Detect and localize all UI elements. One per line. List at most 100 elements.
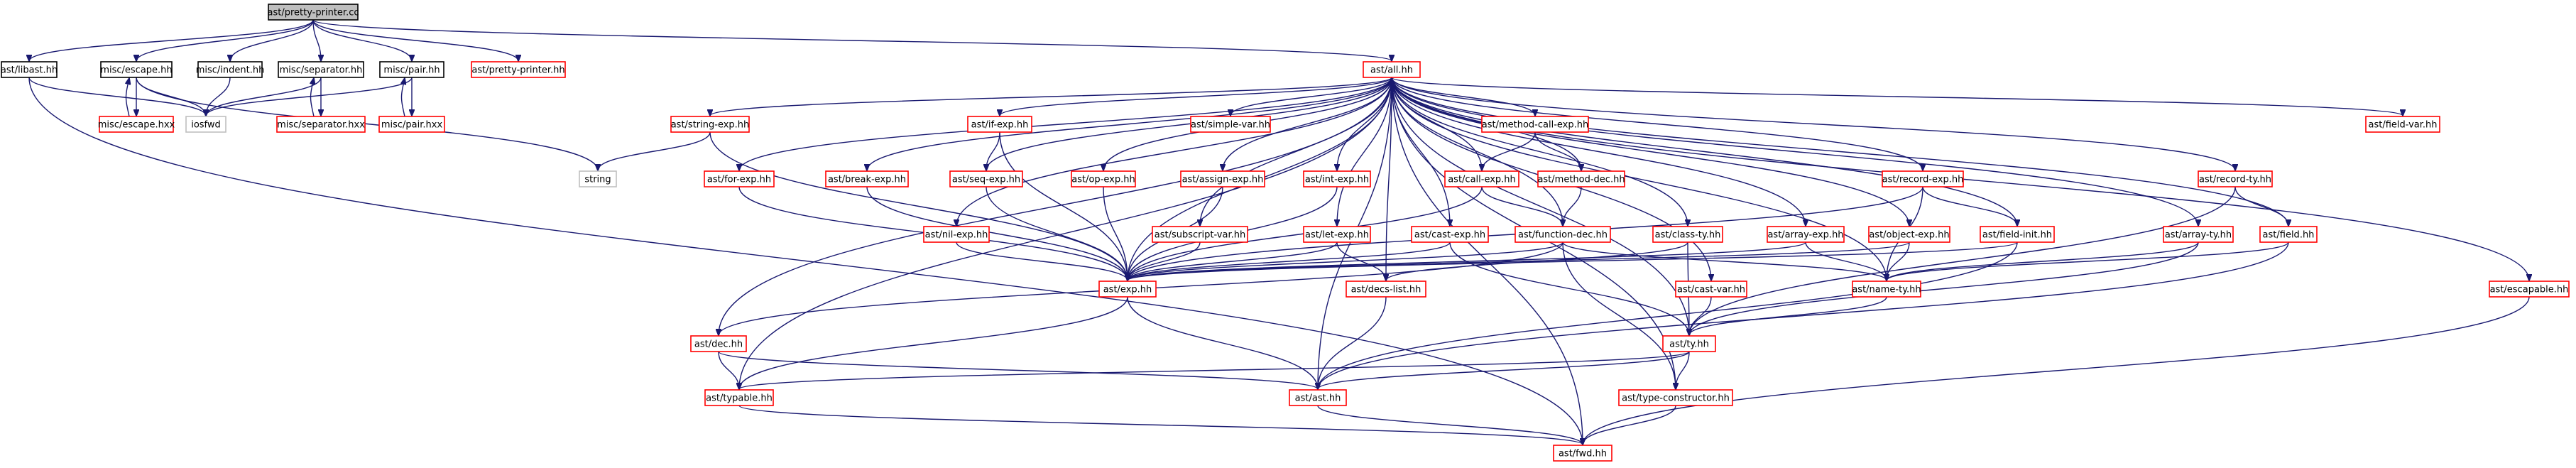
node-label-array-exp-hh: ast/array-exp.hh	[1767, 230, 1843, 241]
node-label-field-var-hh: ast/field-var.hh	[2368, 120, 2437, 131]
node-ast-hh[interactable]: ast/ast.hh	[1289, 389, 1347, 406]
edge-field-hh-to-name-ty-hh	[1887, 241, 2289, 281]
edge-all-hh-to-field-init-hh	[1391, 77, 2017, 226]
node-label-cast-var-hh: ast/cast-var.hh	[1677, 285, 1745, 295]
edge-all-hh-to-simple-var-hh	[1230, 77, 1392, 116]
node-box-object-exp-hh	[1868, 226, 1950, 243]
node-box-field-init-hh	[1980, 226, 2055, 243]
node-cast-exp-hh[interactable]: ast/cast-exp.hh	[1411, 226, 1489, 243]
edge-misc-separator-hh-to-iosfwd	[206, 77, 322, 116]
node-field-hh[interactable]: ast/field.hh	[2259, 226, 2318, 243]
edge-libast-hh-to-iosfwd	[28, 77, 206, 116]
node-class-ty-hh[interactable]: ast/class-ty.hh	[1652, 226, 1723, 243]
node-call-exp-hh[interactable]: ast/call-exp.hh	[1444, 170, 1519, 187]
edge-all-hh-to-call-exp-hh	[1391, 77, 1482, 170]
node-pretty-printer-cc[interactable]: ast/pretty-printer.cc	[268, 4, 359, 21]
node-break-exp-hh[interactable]: ast/break-exp.hh	[825, 170, 909, 187]
node-typable-hh[interactable]: ast/typable.hh	[704, 389, 774, 406]
edge-all-hh-to-ty-hh	[1391, 77, 1689, 335]
node-misc-separator-hxx[interactable]: misc/separator.hxx	[276, 116, 366, 133]
edge-pretty-printer-cc-to-libast-hh	[29, 19, 314, 61]
node-label-call-exp-hh: ast/call-exp.hh	[1448, 175, 1516, 185]
node-box-string-exp-hh	[670, 116, 750, 133]
node-dec-hh[interactable]: ast/dec.hh	[690, 335, 747, 352]
node-misc-indent-hh[interactable]: misc/indent.hh	[196, 61, 265, 78]
node-box-typable-hh	[704, 389, 774, 406]
edge-all-hh-to-array-ty-hh	[1391, 77, 2198, 226]
node-decs-list-hh[interactable]: ast/decs-list.hh	[1346, 281, 1426, 298]
edge-dec-hh-to-ast-hh	[718, 351, 1318, 389]
node-label-nil-exp-hh: ast/nil-exp.hh	[925, 230, 988, 241]
node-escapable-hh[interactable]: ast/escapable.hh	[2489, 281, 2570, 298]
node-box-simple-var-hh	[1190, 116, 1271, 133]
node-array-ty-hh[interactable]: ast/array-ty.hh	[2163, 226, 2234, 243]
node-label-field-hh: ast/field.hh	[2263, 230, 2315, 241]
node-label-all-hh: ast/all.hh	[1370, 65, 1413, 76]
node-name-ty-hh[interactable]: ast/name-ty.hh	[1852, 281, 1921, 298]
edge-object-exp-hh-to-exp-hh	[1128, 241, 1910, 281]
node-box-call-exp-hh	[1444, 170, 1519, 187]
node-string[interactable]: string	[579, 170, 617, 187]
node-fwd-hh[interactable]: ast/fwd.hh	[1553, 445, 1612, 462]
node-label-break-exp-hh: ast/break-exp.hh	[828, 175, 906, 185]
edge-method-call-exp-hh-to-call-exp-hh	[1482, 131, 1536, 170]
edge-ty-hh-to-typable-hh	[739, 351, 1690, 389]
node-libast-hh[interactable]: ast/libast.hh	[1, 61, 58, 78]
node-if-exp-hh[interactable]: ast/if-exp.hh	[967, 116, 1032, 133]
edge-array-ty-hh-to-name-ty-hh	[1887, 241, 2199, 281]
node-misc-pair-hxx[interactable]: misc/pair.hxx	[378, 116, 445, 133]
node-exp-hh[interactable]: ast/exp.hh	[1098, 281, 1157, 298]
node-misc-separator-hh[interactable]: misc/separator.hh	[278, 61, 364, 78]
edge-pretty-printer-cc-to-misc-separator-hh	[312, 19, 321, 61]
node-method-call-exp-hh[interactable]: ast/method-call-exp.hh	[1481, 116, 1589, 133]
node-label-ast-hh: ast/ast.hh	[1295, 393, 1341, 404]
node-label-fwd-hh: ast/fwd.hh	[1559, 449, 1607, 459]
node-pretty-printer-hh[interactable]: ast/pretty-printer.hh	[471, 61, 566, 78]
node-method-dec-hh[interactable]: ast/method-dec.hh	[1537, 170, 1625, 187]
edge-array-ty-hh-to-ty-hh	[1689, 241, 2199, 335]
node-field-init-hh[interactable]: ast/field-init.hh	[1980, 226, 2055, 243]
node-object-exp-hh[interactable]: ast/object-exp.hh	[1868, 226, 1950, 243]
edge-cast-exp-hh-to-ty-hh	[1449, 241, 1689, 335]
node-label-misc-separator-hxx: misc/separator.hxx	[277, 120, 365, 131]
node-int-exp-hh[interactable]: ast/int-exp.hh	[1303, 170, 1371, 187]
edge-record-ty-hh-to-ty-hh	[1689, 186, 2236, 335]
node-ty-hh[interactable]: ast/ty.hh	[1662, 335, 1716, 352]
node-let-exp-hh[interactable]: ast/let-exp.hh	[1303, 226, 1371, 243]
node-label-misc-pair-hh: misc/pair.hh	[383, 65, 440, 76]
edge-escapable-hh-to-fwd-hh	[1583, 296, 2530, 445]
node-simple-var-hh[interactable]: ast/simple-var.hh	[1190, 116, 1271, 133]
node-nil-exp-hh[interactable]: ast/nil-exp.hh	[923, 226, 990, 243]
edge-all-hh-to-array-exp-hh	[1391, 77, 1806, 226]
edge-type-constructor-hh-to-fwd-hh	[1583, 405, 1676, 445]
node-box-cast-var-hh	[1675, 281, 1747, 298]
node-type-constructor-hh[interactable]: ast/type-constructor.hh	[1618, 389, 1733, 406]
node-assign-exp-hh[interactable]: ast/assign-exp.hh	[1180, 170, 1265, 187]
edge-all-hh-to-break-exp-hh	[867, 77, 1392, 170]
node-function-dec-hh[interactable]: ast/function-dec.hh	[1515, 226, 1611, 243]
node-array-exp-hh[interactable]: ast/array-exp.hh	[1767, 226, 1845, 243]
node-op-exp-hh[interactable]: ast/op-exp.hh	[1071, 170, 1136, 187]
node-box-pretty-printer-cc	[268, 4, 359, 21]
node-iosfwd[interactable]: iosfwd	[185, 116, 227, 133]
node-subscript-var-hh[interactable]: ast/subscript-var.hh	[1152, 226, 1248, 243]
node-seq-exp-hh[interactable]: ast/seq-exp.hh	[949, 170, 1023, 187]
node-label-method-call-exp-hh: ast/method-call-exp.hh	[1482, 120, 1588, 131]
node-label-decs-list-hh: ast/decs-list.hh	[1351, 285, 1421, 295]
node-misc-escape-hh[interactable]: misc/escape.hh	[100, 61, 173, 78]
node-label-name-ty-hh: ast/name-ty.hh	[1852, 285, 1921, 295]
edge-all-hh-to-function-dec-hh	[1391, 77, 1563, 226]
node-all-hh[interactable]: ast/all.hh	[1363, 61, 1421, 78]
node-field-var-hh[interactable]: ast/field-var.hh	[2365, 116, 2440, 133]
node-misc-pair-hh[interactable]: misc/pair.hh	[379, 61, 444, 78]
node-for-exp-hh[interactable]: ast/for-exp.hh	[704, 170, 775, 187]
node-misc-escape-hxx[interactable]: misc/escape.hxx	[98, 116, 175, 133]
node-label-array-ty-hh: ast/array-ty.hh	[2165, 230, 2232, 241]
node-label-method-dec-hh: ast/method-dec.hh	[1537, 175, 1625, 185]
node-record-exp-hh[interactable]: ast/record-exp.hh	[1882, 170, 1964, 187]
node-box-exp-hh	[1098, 281, 1157, 298]
node-string-exp-hh[interactable]: ast/string-exp.hh	[670, 116, 750, 133]
node-record-ty-hh[interactable]: ast/record-ty.hh	[2198, 170, 2273, 187]
node-cast-var-hh[interactable]: ast/cast-var.hh	[1675, 281, 1747, 298]
edge-exp-hh-to-typable-hh	[739, 296, 1128, 389]
